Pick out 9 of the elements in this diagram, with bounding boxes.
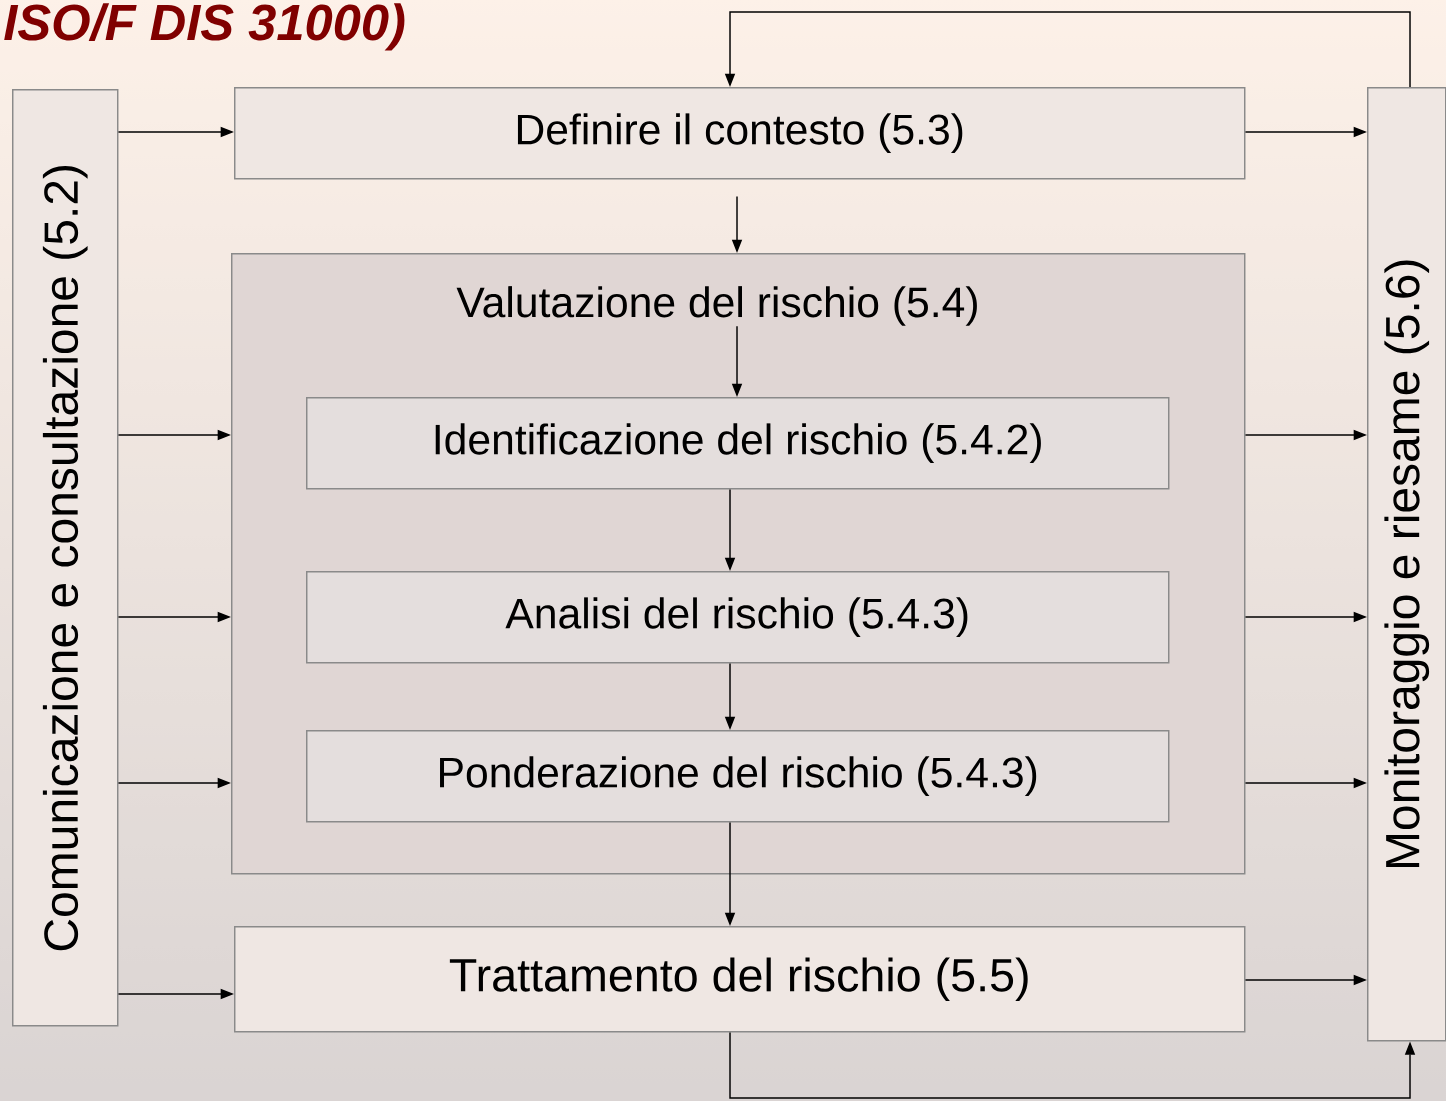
group-heading: Valutazione del rischio (5.4) [456,286,977,326]
process-box: Identificazione del rischio (5.4.2) [306,397,1170,490]
side-bar: Monitoraggio e riesame (5.6) [1367,87,1446,1042]
side-bar: Comunicazione e consultazione (5.2) [12,89,119,1027]
process-box: Ponderazione del rischio (5.4.3) [306,730,1170,823]
title: ISO/F DIS 31000) [4,3,405,51]
process-box: Analisi del rischio (5.4.3) [306,571,1170,664]
process-box: Definire il contesto (5.3) [234,87,1246,180]
process-box: Trattamento del rischio (5.5) [234,926,1246,1033]
